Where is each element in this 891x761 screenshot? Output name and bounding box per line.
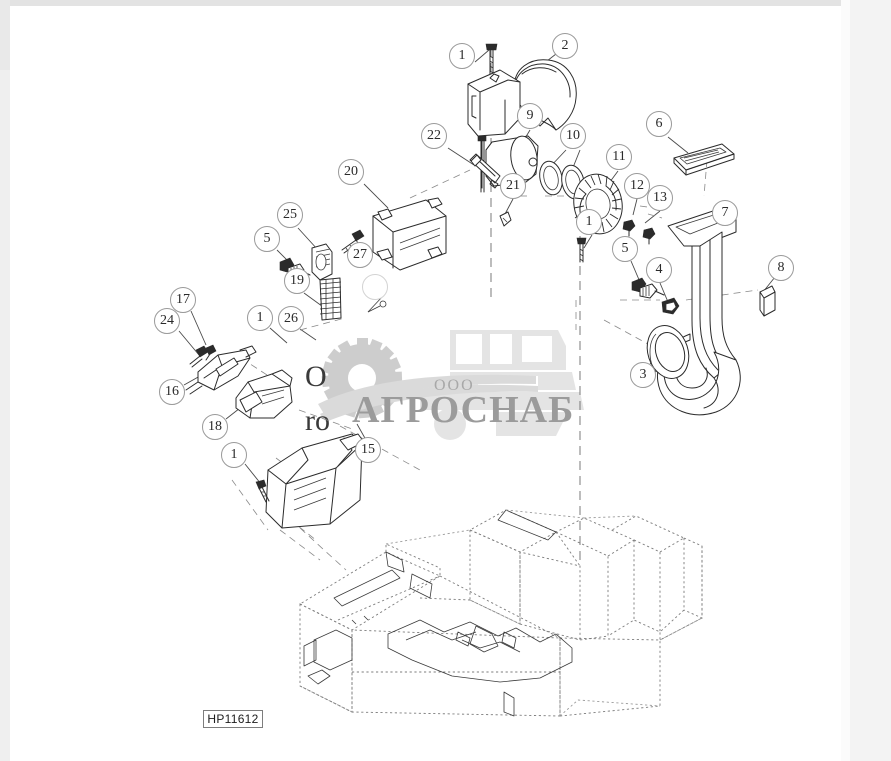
part-actuator-16	[185, 345, 257, 395]
callout-bubble-13[interactable]: 13	[647, 185, 673, 211]
callout-number: 6	[655, 116, 663, 131]
part-clip-21	[499, 211, 512, 227]
callout-bubble-10[interactable]: 10	[560, 123, 586, 149]
part-housing-15	[265, 433, 365, 529]
assembly-connection-lines	[279, 527, 347, 571]
ghost-letter-ro: ro	[305, 404, 330, 437]
callout-bubble-12[interactable]: 12	[624, 173, 650, 199]
callout-bubble-2[interactable]: 2	[552, 33, 578, 59]
callout-bubble-1[interactable]: 1	[247, 305, 273, 331]
callout-number: 12	[630, 178, 644, 193]
callout-number: 1	[585, 214, 593, 229]
part-number-label: HP11612	[203, 710, 263, 728]
callout-bubble-18[interactable]: 18	[202, 414, 228, 440]
callout-number: 8	[777, 260, 785, 275]
callout-bubble-20[interactable]: 20	[338, 159, 364, 185]
part-bolt-1-top	[485, 43, 498, 77]
callout-number: 18	[208, 419, 222, 434]
callout-number: 27	[353, 247, 367, 262]
watermark-ooo: ООО	[434, 377, 475, 394]
part-module-20	[372, 197, 447, 271]
callout-bubble-8[interactable]: 8	[768, 255, 794, 281]
part-vent-grille-6	[673, 143, 735, 176]
callout-bubble-24[interactable]: 24	[154, 308, 180, 334]
left-margin-strip	[0, 0, 10, 761]
callout-bubble-6[interactable]: 6	[646, 111, 672, 137]
phantom-chassis-outline	[299, 509, 703, 717]
part-screw-24	[189, 345, 209, 368]
callout-number: 1	[458, 48, 466, 63]
callout-bubble-3[interactable]: 3	[630, 362, 656, 388]
callout-bubble-26[interactable]: 26	[278, 306, 304, 332]
part-bolt-1-lower	[255, 479, 270, 503]
callout-number: 9	[526, 108, 534, 123]
watermark-logo	[300, 320, 600, 470]
callout-number: 25	[283, 207, 297, 222]
part-bolt-1-right	[576, 237, 587, 263]
callout-number: 2	[561, 38, 569, 53]
callout-bubble-15[interactable]: 15	[355, 437, 381, 463]
callout-number: 21	[506, 178, 520, 193]
callout-bubble-21[interactable]: 21	[500, 173, 526, 199]
callout-bubble-1[interactable]: 1	[576, 209, 602, 235]
callout-number: 19	[290, 273, 304, 288]
callout-bubble-27[interactable]: 27	[347, 242, 373, 268]
callout-number: 16	[165, 384, 179, 399]
ghost-letter-o: O	[305, 360, 327, 393]
callout-number: 5	[263, 231, 271, 246]
part-rod-22	[469, 153, 501, 189]
callout-bubble-4[interactable]: 4	[646, 257, 672, 283]
callout-bubble-1[interactable]: 1	[449, 43, 475, 69]
right-margin-strip	[850, 0, 891, 761]
part-unlabeled	[367, 300, 387, 313]
callout-number: 3	[639, 367, 647, 382]
callout-number: 1	[230, 447, 238, 462]
callout-bubble-7[interactable]: 7	[712, 200, 738, 226]
left-corner-block	[0, 0, 10, 70]
callout-number: 15	[361, 442, 375, 457]
part-nuts-12-13	[622, 219, 656, 245]
callout-number: 1	[256, 310, 264, 325]
callout-bubble-19[interactable]: 19	[284, 268, 310, 294]
callout-number: 20	[344, 164, 358, 179]
callout-bubble-22[interactable]: 22	[421, 123, 447, 149]
callout-number: 17	[176, 292, 190, 307]
callout-number: 11	[612, 149, 626, 164]
part-spring-19	[319, 277, 342, 321]
callout-number: 5	[621, 241, 629, 256]
callout-bubble-5[interactable]: 5	[612, 236, 638, 262]
callout-number: 26	[284, 311, 298, 326]
part-actuator-18	[235, 369, 293, 419]
callout-bubble-5[interactable]: 5	[254, 226, 280, 252]
callout-number: 7	[721, 205, 729, 220]
callout-bubble-blank[interactable]	[362, 274, 388, 300]
right-inner-margin	[841, 0, 850, 761]
part-bushing-25	[311, 243, 333, 281]
part-gasket-ring-3	[646, 325, 690, 379]
part-nut-4	[661, 297, 680, 315]
callout-bubble-25[interactable]: 25	[277, 202, 303, 228]
callout-bubble-16[interactable]: 16	[159, 379, 185, 405]
callout-number: 22	[427, 128, 441, 143]
callout-number: 4	[655, 262, 663, 277]
part-plug-8	[759, 285, 776, 317]
callout-number: 13	[653, 190, 667, 205]
callout-number: 24	[160, 313, 174, 328]
watermark-company: АГРОСНАБ	[352, 389, 575, 431]
part-screw-17	[205, 344, 217, 361]
part-blower-housing-9	[467, 69, 539, 193]
callout-bubble-11[interactable]: 11	[606, 144, 632, 170]
callout-bubble-1[interactable]: 1	[221, 442, 247, 468]
callout-bubble-9[interactable]: 9	[517, 103, 543, 129]
callout-number: 10	[566, 128, 580, 143]
top-margin-strip	[0, 0, 891, 6]
part-fitting-5-right	[631, 277, 665, 299]
